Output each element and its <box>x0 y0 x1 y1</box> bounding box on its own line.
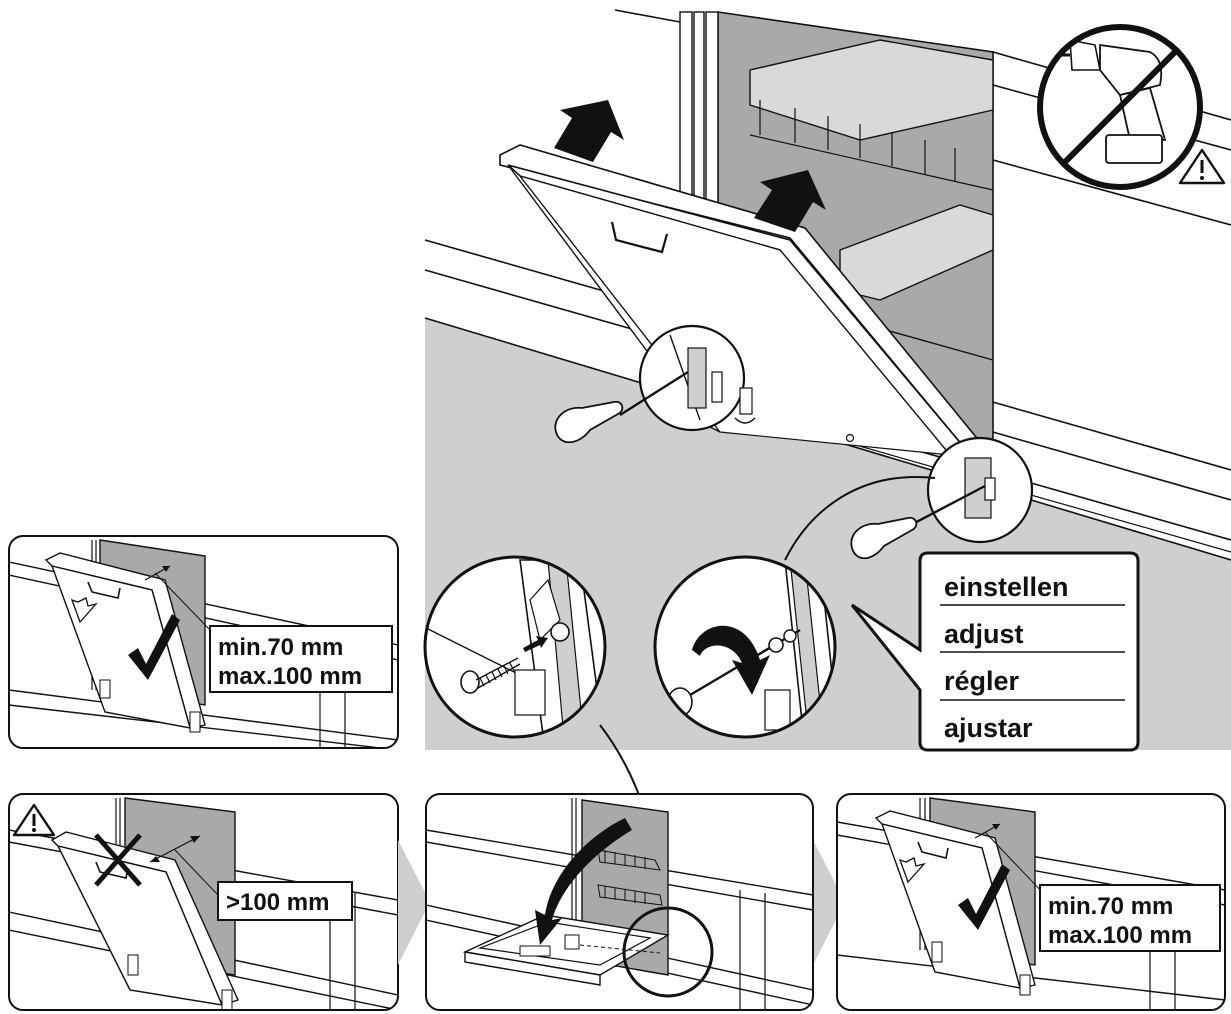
check-mark-icon <box>958 864 1010 930</box>
no-drill-icon <box>1037 24 1203 190</box>
label-einstellen: einstellen <box>944 572 1069 602</box>
screwdriver-icon <box>850 516 918 560</box>
top-left-max-label: max.100 mm <box>218 663 362 690</box>
bottom-left-gap-label: >100 mm <box>226 889 329 916</box>
warning-triangle-icon <box>1178 148 1226 185</box>
main-installation-scene: einstellen adjust régler ajustar <box>423 9 1231 986</box>
door-open-arrow-icon <box>898 857 926 884</box>
panel-door-open <box>425 793 814 1011</box>
warning-triangle-icon <box>12 803 56 837</box>
screw-location-marker <box>622 906 714 998</box>
next-step-arrow-icon <box>813 840 845 965</box>
top-left-min-label: min.70 mm <box>218 634 343 661</box>
label-adjust: adjust <box>944 619 1024 649</box>
screw-detail-left <box>619 324 746 432</box>
cross-mark-icon <box>94 833 142 887</box>
panel-incorrect-gap: >100 mm <box>8 793 399 1011</box>
bottom-right-min-label: min.70 mm <box>1048 893 1173 920</box>
bottom-right-max-label: max.100 mm <box>1048 922 1192 949</box>
panel-correct-gap-top: min.70 mm max.100 mm <box>8 535 399 749</box>
curved-arrow-icon <box>535 818 632 945</box>
check-mark-icon <box>128 614 180 680</box>
screw-icon <box>460 657 521 694</box>
door-handle <box>610 221 669 254</box>
door-open-arrow-icon <box>70 597 98 624</box>
curved-arrow-icon <box>692 625 770 695</box>
screwdriver-icon <box>554 400 624 444</box>
screw-insertion-detail <box>423 555 607 739</box>
arrow-up-icon <box>554 100 826 232</box>
next-step-arrow-icon <box>398 840 430 965</box>
label-regler: régler <box>944 666 1020 696</box>
adjust-label-box: einstellen adjust régler ajustar <box>850 551 1140 752</box>
label-ajustar: ajustar <box>944 713 1033 743</box>
panel-correct-gap-bottom: min.70 mm max.100 mm <box>836 793 1226 1011</box>
screw-detail-right <box>904 436 1034 544</box>
